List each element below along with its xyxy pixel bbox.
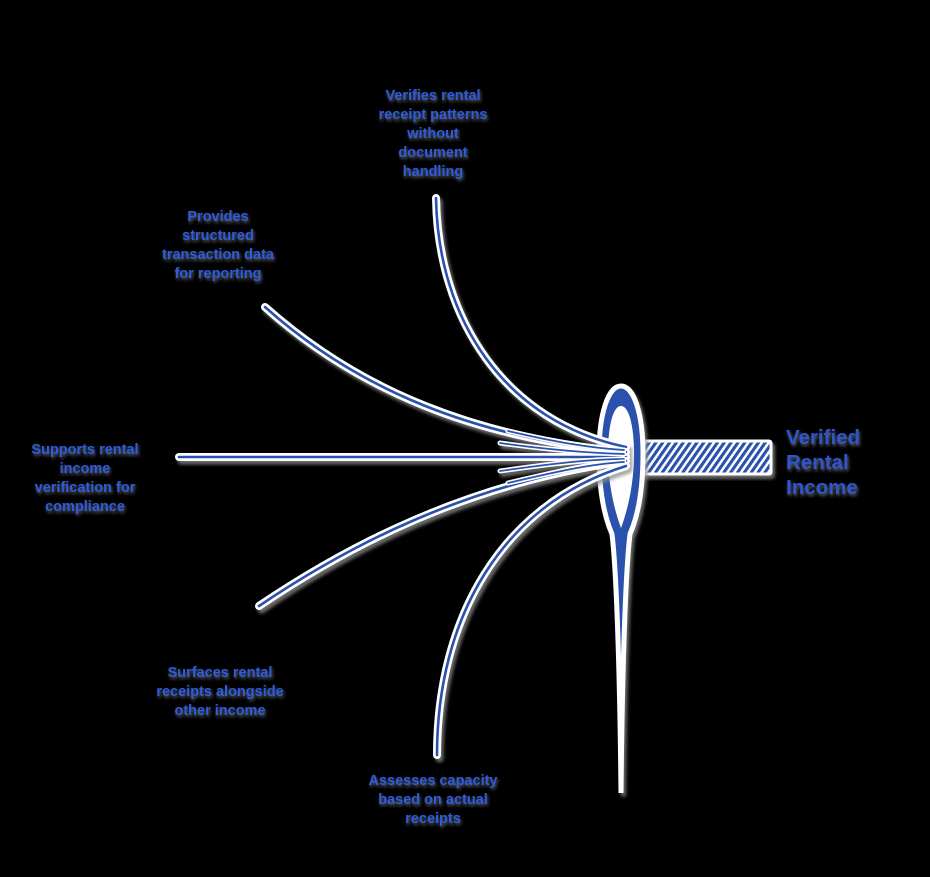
- thread-curve-surfaces: [255, 457, 630, 610]
- output-label: Verified Rental Income: [786, 426, 861, 499]
- input-label-verifies: Verifies rental receipt patterns without…: [378, 88, 488, 180]
- input-label-assesses: Assesses capacity based on actual receip…: [368, 773, 498, 827]
- thread-curve-verifies: [432, 194, 630, 451]
- input-label-surfaces: Surfaces rental receipts alongside other…: [156, 665, 284, 719]
- thread-fan-lines: [497, 428, 627, 486]
- threads: [175, 194, 630, 759]
- input-label-supports: Supports rental income verification for …: [31, 442, 139, 515]
- woven-band-icon: [636, 439, 773, 476]
- thread-curve-assesses: [433, 462, 630, 759]
- input-label-provides: Provides structured transaction data for…: [162, 209, 274, 282]
